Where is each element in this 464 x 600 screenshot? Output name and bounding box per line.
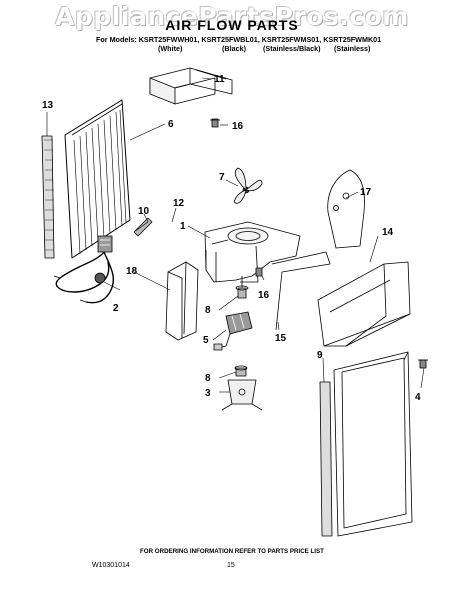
part-12-connector bbox=[133, 217, 153, 237]
part-16-screw-top bbox=[210, 118, 220, 128]
document-id: W10301014 bbox=[92, 562, 130, 569]
callout-2: 3 bbox=[205, 388, 211, 399]
part-7-fan-blade bbox=[233, 167, 263, 204]
callout-14: 14 bbox=[382, 227, 394, 238]
part-14-duct-panel bbox=[317, 261, 411, 347]
callout-6: 5 bbox=[203, 335, 209, 346]
callout-16-side: 16 bbox=[258, 290, 270, 301]
part-15-screw bbox=[418, 359, 428, 369]
part-5-wire-harness bbox=[53, 251, 114, 304]
part-8-grommet-upper bbox=[235, 276, 249, 299]
models-line: For Models: KSRT25FWWH01, KSRT25FWBL01, … bbox=[96, 35, 382, 44]
diagram-title: AIR FLOW PARTS bbox=[165, 17, 299, 33]
part-18-air-duct bbox=[165, 261, 199, 341]
watermark: AppliancePartsPros.com bbox=[55, 2, 409, 31]
callout-3: 11 bbox=[214, 74, 225, 85]
callout-7: 7 bbox=[219, 172, 225, 183]
part-11-wire-rod bbox=[271, 251, 331, 331]
variant-white: (White) bbox=[158, 44, 183, 53]
part-8-grommet-lower bbox=[234, 365, 248, 377]
variant-stainless: (Stainless) bbox=[334, 44, 371, 53]
leader-lines bbox=[46, 77, 425, 393]
part-6-fan-motor bbox=[213, 311, 253, 351]
variant-black: (Black) bbox=[222, 44, 246, 53]
part-9-seal-strip bbox=[319, 381, 333, 537]
callout-18: 18 bbox=[126, 266, 138, 277]
callout-1: 1 bbox=[180, 221, 186, 232]
callout-13: 13 bbox=[42, 100, 54, 111]
part-3-duct-cover bbox=[149, 67, 233, 105]
part-2-motor-bracket bbox=[221, 379, 263, 411]
part-4-evaporator-panel bbox=[64, 99, 131, 259]
part-1-fan-housing bbox=[204, 221, 301, 283]
rear-air-panel bbox=[333, 351, 413, 537]
page-number: 15 bbox=[227, 562, 235, 569]
callout-8-upper: 8 bbox=[205, 305, 211, 316]
part-13-foam-strip bbox=[41, 135, 55, 259]
callout-4: 6 bbox=[168, 119, 174, 130]
callout-15: 4 bbox=[415, 392, 421, 403]
part-16-screw-side bbox=[255, 267, 263, 277]
part-17-fan-cover bbox=[327, 169, 365, 249]
callout-9: 9 bbox=[317, 350, 323, 361]
callout-10: 10 bbox=[138, 206, 150, 217]
callout-11: 15 bbox=[275, 333, 287, 344]
callout-8-lower: 8 bbox=[205, 373, 211, 384]
part-10-harness-connector bbox=[97, 235, 113, 253]
callout-17: 17 bbox=[360, 187, 372, 198]
ordering-note: FOR ORDERING INFORMATION REFER TO PARTS … bbox=[140, 548, 324, 555]
callout-5: 2 bbox=[113, 303, 119, 314]
callout-16-top: 16 bbox=[232, 121, 244, 132]
callout-12: 12 bbox=[173, 198, 185, 209]
variant-stainless-black: (Stainless/Black) bbox=[263, 44, 321, 53]
